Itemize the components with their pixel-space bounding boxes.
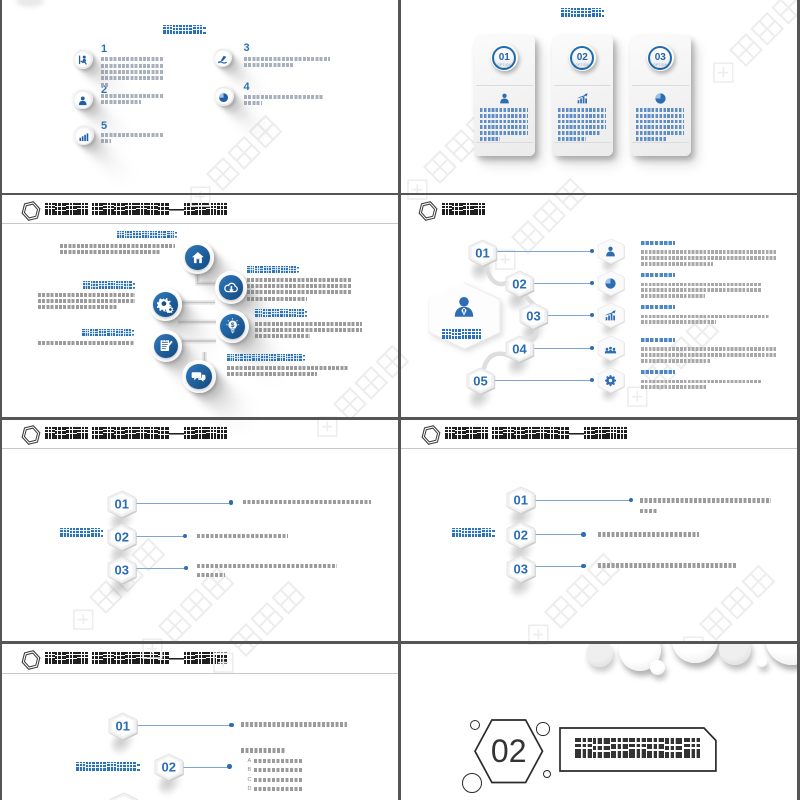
svg-text:01: 01 xyxy=(514,492,528,507)
svg-text:03: 03 xyxy=(514,562,528,577)
svg-text:05: 05 xyxy=(473,374,487,389)
svg-text:01: 01 xyxy=(114,496,128,511)
svg-text:02: 02 xyxy=(514,527,528,542)
svg-text:04: 04 xyxy=(512,341,527,356)
svg-text:01: 01 xyxy=(475,245,489,260)
svg-text:02: 02 xyxy=(162,760,176,775)
svg-text:03: 03 xyxy=(526,308,540,323)
svg-text:03: 03 xyxy=(116,799,130,800)
svg-text:01: 01 xyxy=(115,719,129,734)
svg-text:02: 02 xyxy=(512,276,526,291)
svg-text:03: 03 xyxy=(114,563,128,578)
svg-text:02: 02 xyxy=(114,530,128,545)
svg-text:$: $ xyxy=(231,322,235,329)
